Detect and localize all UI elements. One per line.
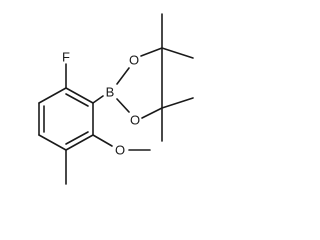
fluorine-atom-label: F xyxy=(62,50,70,65)
oxygen-bottom-atom-label: O xyxy=(130,113,140,128)
bond-boron-oxygen-bottom xyxy=(116,98,130,113)
ring-bond-c1-c2 xyxy=(38,87,67,104)
ring-bond-c3-c4 xyxy=(38,134,67,151)
bond-oxygen-top-carbon-top xyxy=(140,47,163,57)
ring-bond-c6-c1-inner xyxy=(65,93,89,107)
bond-carbon-bottom-methyl-right xyxy=(161,97,194,109)
oxygen-methoxy-atom-label: O xyxy=(115,143,125,158)
bond-oxygen-bottom-carbon-bottom xyxy=(141,107,163,119)
bond-carbon-top-methyl-right xyxy=(161,47,194,59)
ring-bond-c4-c5 xyxy=(65,134,94,151)
bond-c6-boron xyxy=(92,95,104,104)
ring-bond-c4-c5-inner xyxy=(65,131,89,145)
bond-c5-oxygen-methoxy xyxy=(92,134,113,147)
boron-atom-label: B xyxy=(106,85,115,100)
ring-bond-c6-c1 xyxy=(65,87,94,104)
bond-boron-oxygen-top xyxy=(116,67,130,85)
molecule-structure-diagram: F O B O O xyxy=(38,13,194,185)
oxygen-top-atom-label: O xyxy=(129,53,139,68)
